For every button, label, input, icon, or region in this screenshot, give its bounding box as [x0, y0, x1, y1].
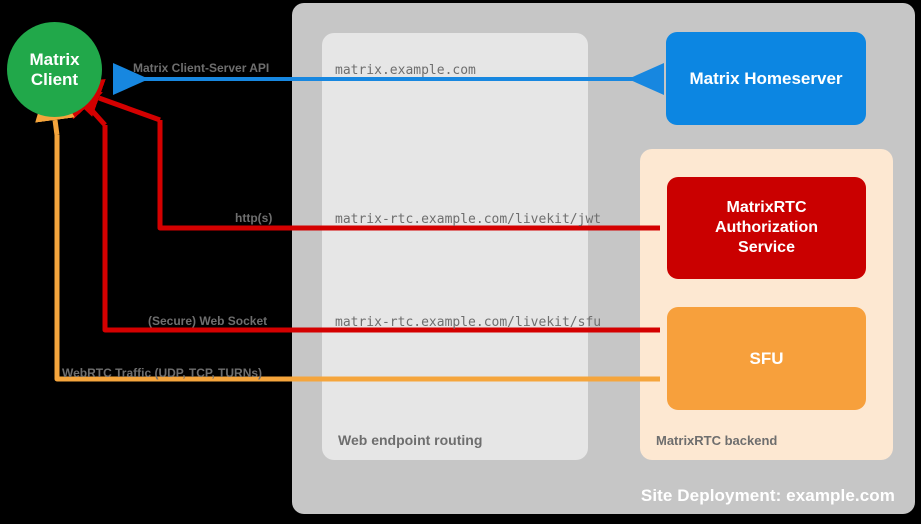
endpoint-url-sfu: matrix-rtc.example.com/livekit/sfu	[335, 315, 602, 330]
endpoint-url-jwt: matrix-rtc.example.com/livekit/jwt	[335, 212, 602, 227]
auth-label-line1: MatrixRTC	[726, 199, 807, 216]
connection-label-https: http(s)	[235, 211, 273, 225]
matrixrtc-backend-label: MatrixRTC backend	[656, 433, 778, 448]
matrix-client-label-line2: Client	[30, 69, 79, 89]
sfu-label: SFU	[749, 348, 784, 368]
auth-label-line2: Authorization	[714, 219, 819, 236]
matrix-client-label-line1: Matrix	[29, 49, 80, 69]
endpoint-url-matrix: matrix.example.com	[335, 63, 476, 78]
connection-label-wss: (Secure) Web Socket	[148, 314, 268, 328]
matrix-homeserver-label: Matrix Homeserver	[689, 68, 843, 88]
node-sfu[interactable]: SFU	[667, 307, 866, 410]
node-matrix-client[interactable]: Matrix Client	[7, 22, 102, 117]
auth-label-line3: Service	[738, 239, 795, 256]
connection-label-cs-api: Matrix Client-Server API	[133, 61, 270, 75]
node-matrixrtc-authorization-service[interactable]: MatrixRTC Authorization Service	[667, 177, 866, 279]
web-endpoint-routing-panel: Web endpoint routing	[322, 33, 588, 460]
web-endpoint-routing-label: Web endpoint routing	[338, 432, 483, 448]
node-matrix-homeserver[interactable]: Matrix Homeserver	[666, 32, 866, 125]
site-deployment-label: Site Deployment: example.com	[640, 486, 895, 505]
connection-label-webrtc: WebRTC Traffic (UDP, TCP, TURNs)	[62, 366, 263, 380]
